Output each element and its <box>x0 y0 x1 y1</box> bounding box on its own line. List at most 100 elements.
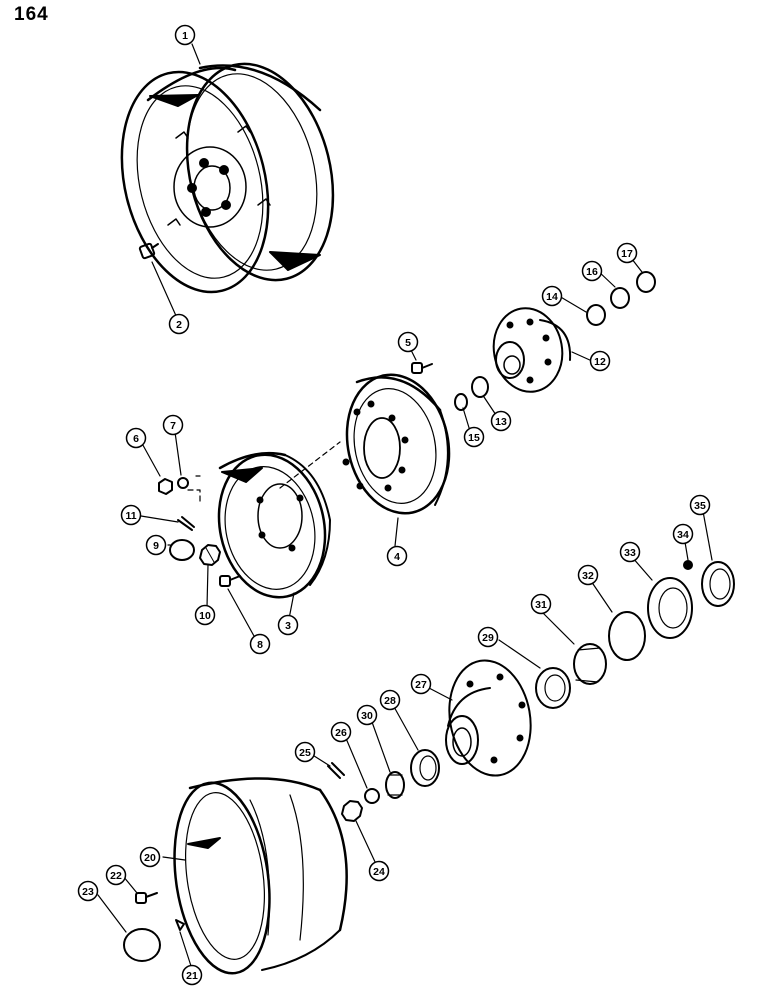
callout-label: 2 <box>176 319 182 331</box>
callout-layer: 1234567891011121314151617202122232425262… <box>77 24 711 986</box>
callout-circle <box>181 964 203 986</box>
callout-29: 29 <box>477 626 499 648</box>
callout-label: 26 <box>335 727 347 739</box>
pin-25 <box>327 762 345 779</box>
callout-17: 17 <box>616 242 638 264</box>
callout-6: 6 <box>125 427 147 449</box>
page-number: 164 <box>14 4 49 25</box>
callout-25: 25 <box>294 741 316 763</box>
hub-12 <box>492 307 572 393</box>
callout-35: 35 <box>689 494 711 516</box>
callout-22: 22 <box>105 864 127 886</box>
cap-23 <box>123 928 161 962</box>
callout-32: 32 <box>577 564 599 586</box>
callout-31: 31 <box>530 593 552 615</box>
callout-27: 27 <box>410 673 432 695</box>
callout-circle <box>397 331 419 353</box>
callout-label: 17 <box>621 248 633 260</box>
cap-9 <box>169 539 195 561</box>
callout-circle <box>139 846 161 868</box>
cone-16 <box>610 287 630 309</box>
callout-label: 14 <box>546 291 558 303</box>
callout-label: 13 <box>495 416 507 428</box>
callout-5: 5 <box>397 331 419 353</box>
leader-lines <box>97 43 713 967</box>
callout-28: 28 <box>379 689 401 711</box>
callout-circle <box>368 860 390 882</box>
callout-15: 15 <box>463 426 485 448</box>
callout-label: 6 <box>133 433 139 445</box>
callout-9: 9 <box>145 534 167 556</box>
callout-circle <box>145 534 167 556</box>
callout-20: 20 <box>139 846 161 868</box>
callout-label: 4 <box>394 551 400 563</box>
callout-circle <box>356 704 378 726</box>
callout-circle <box>410 673 432 695</box>
callout-circle <box>120 504 142 526</box>
callout-label: 11 <box>125 510 136 522</box>
callout-24: 24 <box>368 860 390 882</box>
front-wheel-rim <box>120 62 335 294</box>
callout-label: 9 <box>153 540 159 552</box>
callout-circle <box>463 426 485 448</box>
callout-circle <box>616 242 638 264</box>
callout-label: 34 <box>677 529 689 541</box>
cone-15 <box>454 393 468 411</box>
callout-circle <box>581 260 603 282</box>
cup-14 <box>586 304 606 326</box>
rear-wheel-20 <box>173 777 348 975</box>
callout-14: 14 <box>541 285 563 307</box>
washer-26 <box>364 788 380 804</box>
callout-13: 13 <box>490 410 512 432</box>
callout-label: 31 <box>535 599 547 611</box>
callout-label: 22 <box>110 870 122 882</box>
callout-circle <box>672 523 694 545</box>
cup-28 <box>410 749 440 787</box>
callout-30: 30 <box>356 704 378 726</box>
callout-circle <box>77 880 99 902</box>
callout-circle <box>174 24 196 46</box>
fitting-34 <box>683 560 693 570</box>
callout-16: 16 <box>581 260 603 282</box>
castle-nut-10 <box>199 544 221 566</box>
rear-rim-3 <box>217 451 331 599</box>
callout-circle <box>386 545 408 567</box>
valve-21 <box>175 919 185 931</box>
cup-13 <box>471 376 489 398</box>
nut-6 <box>158 478 173 495</box>
callout-label: 16 <box>586 266 598 278</box>
inner-rim-4 <box>342 373 451 515</box>
callout-circle <box>168 313 190 335</box>
callout-2: 2 <box>168 313 190 335</box>
seal-17 <box>636 271 656 293</box>
callout-23: 23 <box>77 880 99 902</box>
callout-circle <box>379 689 401 711</box>
wheel-bolt-2 <box>138 242 159 260</box>
callout-label: 23 <box>82 886 94 898</box>
callout-8: 8 <box>249 633 271 655</box>
callout-circle <box>105 864 127 886</box>
callout-7: 7 <box>162 414 184 436</box>
callout-circle <box>194 604 216 626</box>
callout-34: 34 <box>672 523 694 545</box>
callout-3: 3 <box>277 614 299 636</box>
callout-label: 15 <box>468 432 480 444</box>
callout-circle <box>249 633 271 655</box>
callout-26: 26 <box>330 721 352 743</box>
cup-29 <box>535 667 571 709</box>
callout-label: 10 <box>199 610 211 622</box>
callout-label: 28 <box>384 695 396 707</box>
callout-circle <box>162 414 184 436</box>
callout-label: 1 <box>182 30 188 42</box>
o-ring-32 <box>608 611 646 661</box>
callout-label: 35 <box>694 500 706 512</box>
cone-30 <box>385 771 405 799</box>
callout-label: 27 <box>415 679 427 691</box>
callout-circle <box>619 541 641 563</box>
callout-circle <box>125 427 147 449</box>
callout-circle <box>277 614 299 636</box>
alignment-dashed-line <box>187 441 341 503</box>
callout-circle <box>530 593 552 615</box>
callout-circle <box>589 350 611 372</box>
